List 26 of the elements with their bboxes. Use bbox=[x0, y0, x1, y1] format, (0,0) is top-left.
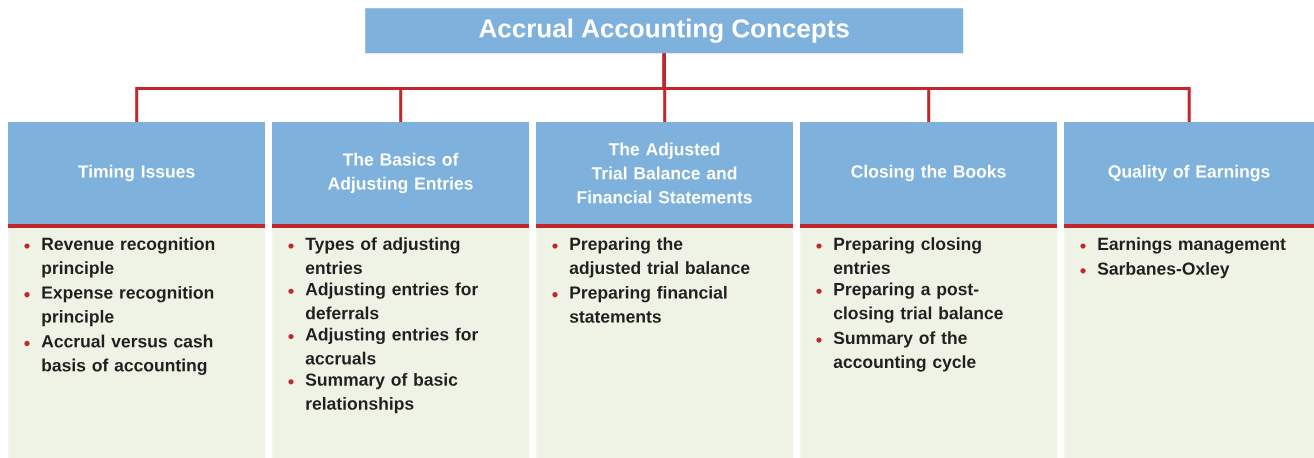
bullet-item: Adjusting entries for deferrals bbox=[288, 282, 478, 320]
bullet-item: Summary of basic relationships bbox=[288, 372, 458, 414]
column-header: The Basics of Adjusting Entries bbox=[272, 122, 529, 228]
topic-column bbox=[272, 122, 530, 458]
bullet-item: Adjusting entries for accruals bbox=[288, 327, 478, 365]
bullet-item: Accrual versus cash basis of accounting bbox=[24, 334, 213, 375]
connector-line bbox=[662, 53, 1191, 122]
bullet-item: Revenue recognition principle bbox=[24, 237, 215, 278]
topic-column bbox=[1064, 122, 1314, 458]
column-header: Quality of Earnings bbox=[1064, 122, 1314, 228]
bullet-item: Sarbanes-Oxley bbox=[1080, 262, 1230, 279]
bullet-item: Preparing financial statements bbox=[552, 285, 727, 323]
title-box: Accrual Accounting Concepts bbox=[365, 8, 964, 54]
bullet-item: Summary of the accounting cycle bbox=[816, 331, 976, 372]
bullet-item: Expense recognition principle bbox=[24, 285, 214, 327]
column-header: Timing Issues bbox=[8, 122, 265, 228]
topic-column bbox=[8, 122, 266, 458]
column-header: The Adjusted Trial Balance and Financial Statements bbox=[536, 122, 793, 228]
bullet-item: Preparing the adjusted trial balance bbox=[552, 237, 750, 278]
bullet-item: Types of adjusting entries bbox=[288, 237, 460, 275]
topic-column bbox=[536, 122, 794, 458]
bullet-item: Preparing closing entries bbox=[816, 237, 981, 275]
column-header: Closing the Books bbox=[800, 122, 1057, 228]
bullet-item: Earnings management bbox=[1080, 237, 1286, 254]
bullet-item: Preparing a post-closing trial balance bbox=[816, 282, 1003, 323]
topic-column bbox=[800, 122, 1058, 458]
